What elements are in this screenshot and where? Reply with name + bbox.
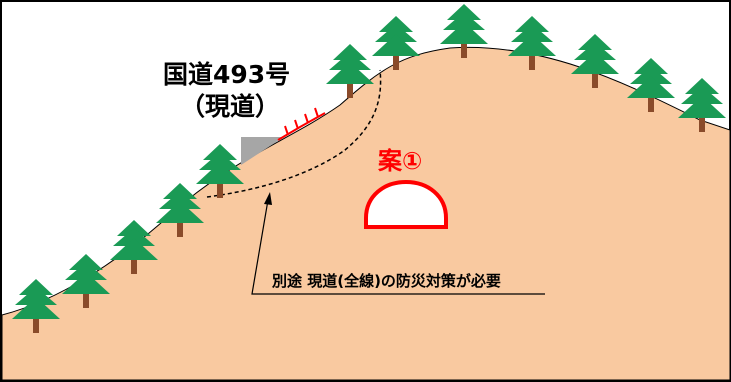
tunnel-plan-1 [364,179,448,229]
road-marks [277,107,326,141]
road-status-label: （現道） [180,92,281,121]
road-name-label: 国道493号 [163,60,291,89]
retaining-wall [241,137,284,165]
note-text: 別途 現道(全線)の防災対策が必要 [272,272,501,290]
current-road-dashed-line [206,69,382,198]
note-leader [251,192,545,295]
plan-label: 案① [378,147,423,175]
